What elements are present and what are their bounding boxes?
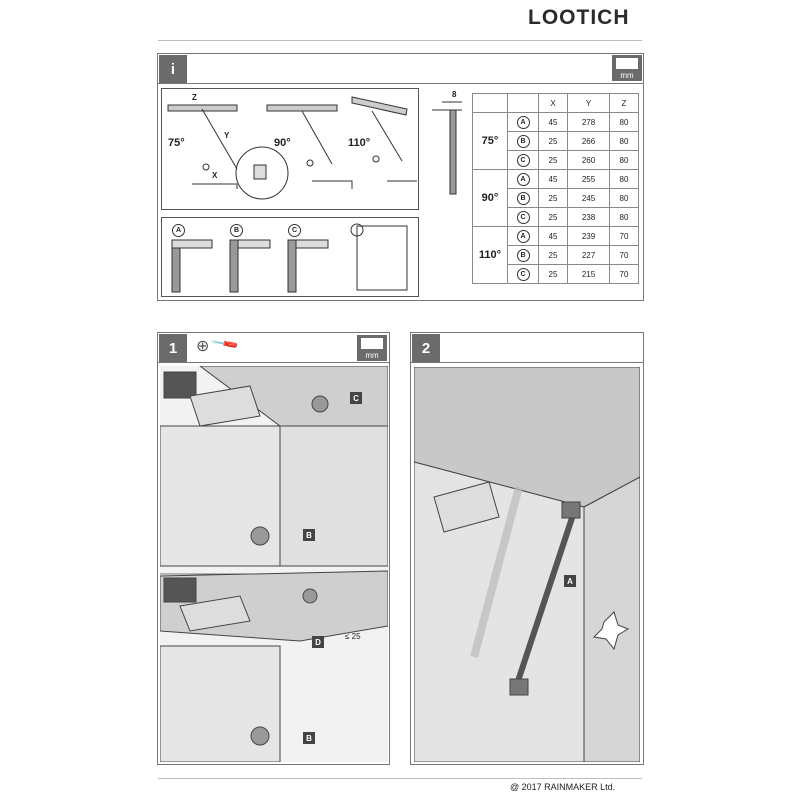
group-angle: 110° [472, 226, 508, 284]
table-header-row: X Y Z [472, 93, 639, 113]
profile-b-label: B [230, 224, 243, 237]
step-2-header-line [410, 362, 644, 363]
col-y: Y [566, 93, 611, 113]
side-profile-art [432, 101, 462, 195]
info-panel-header-line [157, 83, 644, 84]
angle-90-label: 90° [274, 137, 291, 149]
profile-art [171, 223, 408, 293]
step-1-header-line [157, 362, 390, 363]
callout-b: B [303, 529, 315, 541]
group-angle: 75° [472, 112, 508, 170]
angle-diagram-art [167, 96, 417, 200]
profile-c-label: C [288, 224, 301, 237]
angle-75-label: 75° [168, 137, 185, 149]
dimension-label: ≤ 25 [345, 632, 361, 641]
info-tab: i [159, 55, 187, 83]
callout-c: C [350, 392, 362, 404]
side-profile-diagram: 8 [428, 90, 466, 196]
brand-logo: LOOTICH [528, 6, 630, 29]
step-2-art [414, 367, 640, 762]
step-1-illustration: C B D B ≤ 25 [160, 366, 388, 762]
col-x: X [538, 93, 568, 113]
dim-y-label: Y [224, 131, 230, 140]
group-angle: 90° [472, 169, 508, 227]
step-2-illustration: A [414, 367, 640, 762]
step-1-number: 1 [159, 334, 187, 362]
profile-diagrams: A B C [161, 217, 419, 297]
callout-d: D [312, 636, 324, 648]
angle-110-label: 110° [348, 137, 371, 149]
dim-x-label: X [212, 171, 218, 180]
col-z: Z [609, 93, 639, 113]
screw-icon: ⊕ [196, 338, 210, 355]
footer-divider [158, 778, 642, 779]
step-2-number: 2 [412, 334, 440, 362]
opening-angle-diagrams: 75° 90° 110° Y X Z [161, 88, 419, 210]
callout-b-lower: B [303, 732, 315, 744]
measure-icon: mm [612, 55, 642, 81]
callout-a: A [564, 575, 576, 587]
copyright-text: @ 2017 RAINMAKER Ltd. [510, 782, 616, 792]
header-divider [158, 40, 642, 41]
step-1-art [160, 366, 388, 762]
measure-icon: mm [357, 335, 387, 361]
dim-8-label: 8 [452, 90, 457, 99]
dim-z-label: Z [192, 93, 197, 102]
profile-a-label: A [172, 224, 185, 237]
